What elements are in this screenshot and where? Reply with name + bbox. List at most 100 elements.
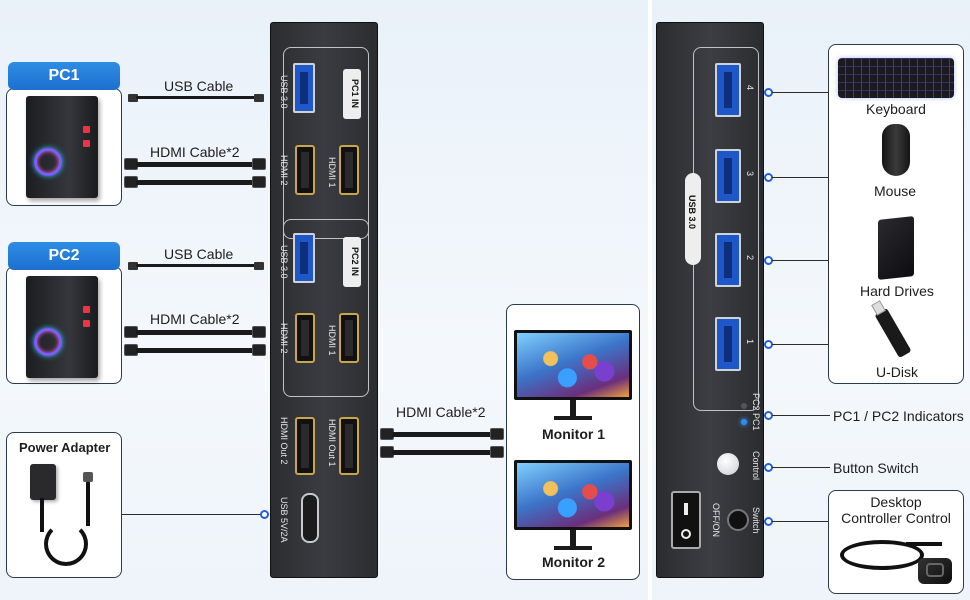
monitor2-label: Monitor 2 [542,554,605,570]
button-switch-line [772,467,830,468]
pc2-hdmi1-port [339,313,359,363]
monitor1-label: Monitor 1 [542,426,605,442]
hdmi-out-cable-1 [392,432,496,437]
power-adapter-icon [30,462,100,572]
pc2-hdmi1-label: HDMI 1 [327,325,337,356]
usb-plug-icon [128,262,138,270]
monitor1-screen-image [514,330,632,400]
offon-label: OFF/ON [711,503,721,537]
pc2-hdmi-cable-label: HDMI Cable*2 [150,311,240,327]
pc1-hdmi1-port [339,145,359,195]
pc1-usb-cable-label: USB Cable [164,78,234,94]
pc1-label: PC1 [8,62,120,90]
usb-port-3 [715,149,741,203]
usb-port-1-label: 1 [745,339,755,345]
monitor2-stand [570,530,576,548]
hdmi-plug-icon [252,326,266,338]
hdmi-plug-icon [252,176,266,188]
usb30-pill [685,173,701,265]
pc1-usb30-port [293,63,315,113]
usb-port-3-line [772,177,828,178]
pc1-hdmi1-label: HDMI 1 [327,157,337,188]
hdmi-out1-label: HDMI Out 1 [327,419,337,467]
pc2-hdmi-cable-1 [136,330,260,335]
hdmi-out2-port [295,417,315,475]
pc1-hdmi-cable-label: HDMI Cable*2 [150,144,240,160]
hdmi-plug-icon [490,446,504,458]
pc1-indicator-label: PC1 [751,413,761,431]
usb-port-1 [715,317,741,371]
hdmi-plug-icon [252,158,266,170]
hdmi-out-cable-2 [392,450,496,455]
udisk-label: U-Disk [876,364,918,380]
power-adapter-label: Power Adapter [19,440,111,455]
usb-port-3-label: 3 [745,171,755,177]
usb-power-dot [260,510,269,519]
pc1-in-tag: PC1 IN [343,69,361,119]
monitor2-base [554,546,592,550]
switch-label: Switch [751,507,761,534]
mouse-label: Mouse [874,183,917,199]
usb-devices-bracket [828,92,829,344]
pc1-hdmi2-port [295,145,315,195]
section-divider [648,0,652,600]
monitor1-base [554,416,592,420]
control-button[interactable] [717,453,739,475]
hdmi-out-cable-label: HDMI Cable*2 [396,404,486,420]
pc2-in-tag: PC2 IN [343,237,361,287]
mouse-icon [882,124,910,176]
hdmi-out2-label: HDMI Out 2 [279,417,289,465]
hard-drives-label: Hard Drives [860,283,934,299]
pc2-usb30-port [293,233,315,283]
usb-port-4-line [772,92,828,93]
pc1-indicator-led [741,419,747,425]
pc2-hdmi-cable-2 [136,348,260,353]
panel-usb30-label: USB 3.0 [687,195,697,230]
keyboard-label: Keyboard [866,101,926,117]
pc1-port-group [283,47,369,239]
usb-plug-icon [254,262,264,270]
usb-plug-icon [254,94,264,102]
button-switch-callout-label: Button Switch [833,460,919,476]
pc2-usb-cable [136,264,260,267]
desktop-controller-line [772,521,828,522]
pc2-usb-cable-label: USB Cable [164,246,234,262]
pc2-usb30-label: USB 3.0 [279,245,289,279]
pc1-hdmi2-label: HDMI 2 [279,155,289,186]
usb-port-4 [715,63,741,117]
pc1-usb-cable [136,96,260,99]
pc2-port-group [283,219,369,397]
hdmi-plug-icon [252,344,266,356]
usb-port-2 [715,233,741,287]
monitor1-stand [570,400,576,418]
pc1-hdmi-cable-1 [136,162,260,167]
desktop-controller-icon [836,534,954,588]
usb-port-2-label: 2 [745,255,755,261]
usb-power-label: USB 5V/2A [279,497,289,543]
desktop-controller-label: Desktop Controller Control [841,494,951,526]
hdmi-out1-port [339,417,359,475]
indicators-line [772,415,830,416]
control-label: Control [751,451,761,481]
kvm-switch-front-panel: USB 3.0 4 3 2 1 PC2 PC1 Control OFF/ON S… [656,22,764,578]
pc2-hdmi2-label: HDMI 2 [279,323,289,354]
pc1-hdmi-cable-2 [136,180,260,185]
indicators-callout-label: PC1 / PC2 Indicators [833,408,964,424]
monitor2-screen-image [514,460,632,530]
pc2-hdmi2-port [295,313,315,363]
power-cable-line [122,514,264,515]
pc1-usb30-label: USB 3.0 [279,75,289,109]
pc2-indicator-label: PC2 [751,393,761,411]
usb-port-4-label: 4 [745,85,755,91]
usb-port-1-line [772,344,828,345]
keyboard-icon [838,58,954,98]
usb-port-2-line [772,260,828,261]
usb-plug-icon [128,94,138,102]
usb-c-power-port [301,493,319,543]
pc2-indicator-led [741,403,747,409]
hard-drive-icon [878,216,914,280]
power-rocker-switch[interactable] [671,491,701,549]
controller-jack [727,509,749,531]
pc1-tower-image [26,96,98,198]
kvm-switch-rear-panel: USB 3.0 PC1 IN HDMI 2 HDMI 1 USB 3.0 PC2… [270,22,378,578]
